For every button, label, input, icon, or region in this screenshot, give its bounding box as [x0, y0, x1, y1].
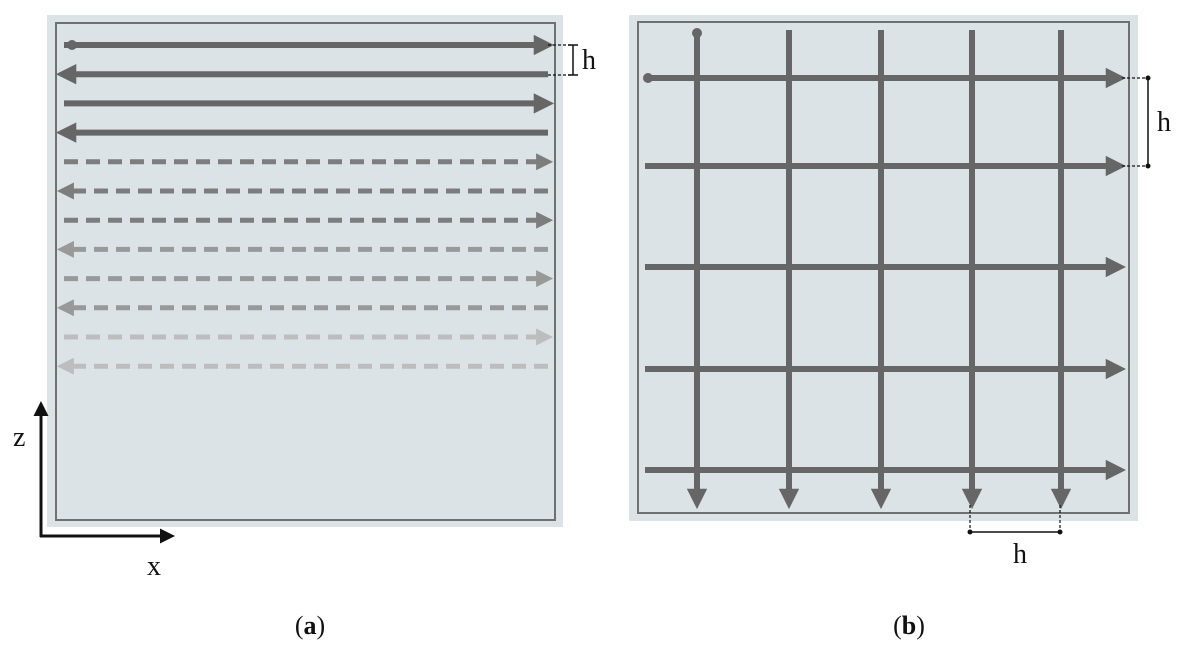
panel-a-axes: z x: [13, 401, 175, 582]
panel-a-scan-passes: [55, 34, 555, 375]
panel-b-vertical-spacing-label: h: [1157, 107, 1171, 138]
panel-b-border: [637, 21, 1130, 514]
panel-b-vertical-spacing-dimension: h: [1122, 75, 1171, 169]
panel-a-start-dot: [67, 40, 77, 50]
panel-a-spacing-dimension: h: [548, 44, 596, 76]
panel-a-spacing-label: h: [582, 45, 596, 76]
panel-a-caption: (a): [295, 611, 325, 640]
panel-b-horizontal-passes: [645, 67, 1127, 481]
panel-b: h h (b): [629, 15, 1171, 640]
panel-a: h z x (a): [13, 15, 596, 640]
panel-b-caption: (b): [893, 611, 925, 640]
panel-b-horizontal-spacing-label: h: [1013, 539, 1027, 570]
panel-b-horizontal-spacing-dimension: h: [967, 505, 1063, 570]
x-axis-label: x: [147, 551, 161, 582]
panel-a-background: [47, 15, 563, 527]
panel-b-vertical-start-dot: [692, 28, 702, 38]
panel-a-border: [55, 22, 556, 521]
panel-b-horizontal-start-dot: [643, 73, 653, 83]
z-axis-label: z: [13, 422, 25, 453]
